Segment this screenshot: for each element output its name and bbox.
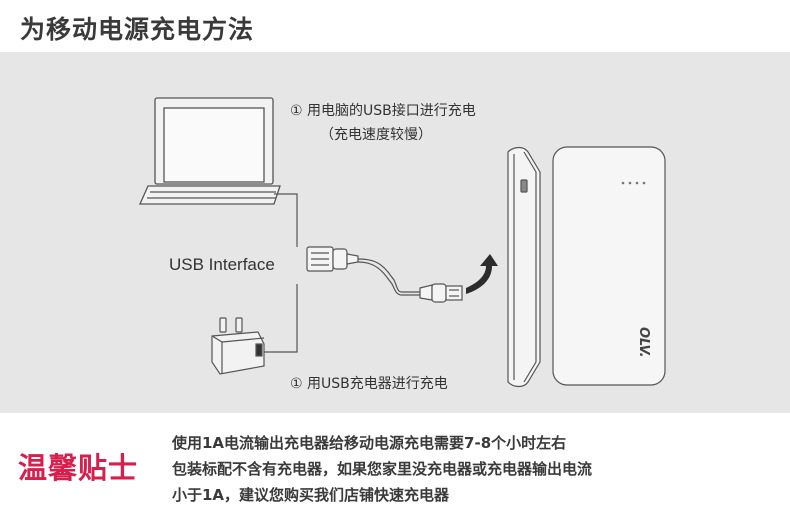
usb-cable: [357, 258, 420, 293]
tips-text: 使用1A电流输出充电器给移动电源充电需要7-8个小时左右 包装标配不含有充电器，…: [172, 430, 592, 508]
tips-line: 包装标配不含有充电器，如果您家里没充电器或充电器输出电流: [172, 460, 593, 478]
method-pc-note: （充电速度较慢）: [320, 127, 432, 143]
page-title: 为移动电源充电方法: [20, 15, 255, 44]
tips-line: 使用1A电流输出充电器给移动电源充电需要7-8个小时左右: [172, 434, 567, 452]
power-bank-front-view: [552, 146, 666, 386]
usb-interface-label: USB Interface: [169, 255, 275, 274]
micro-usb-plug-icon: [419, 283, 463, 303]
wall-charger-icon: [211, 317, 265, 375]
tips-line: 小于1A，建议您购买我们店铺快速充电器: [172, 486, 450, 504]
brand-logo: OLV.: [636, 327, 651, 358]
laptop-icon: [138, 97, 281, 205]
method-pc-label: ① 用电脑的USB接口进行充电: [290, 103, 476, 119]
power-bank-side-view: [507, 146, 541, 388]
method-charger-label: ① 用USB充电器进行充电: [290, 376, 448, 392]
arrow-icon: [466, 254, 498, 294]
charging-diagram: OLV.: [138, 97, 666, 388]
usb-plug-icon: [306, 246, 359, 272]
diagram-panel: OLV. ① 用电脑的USB接口进行充电 （充电速度较慢） USB Interf…: [0, 52, 790, 413]
tips-heading: 温馨贴士: [18, 451, 139, 485]
